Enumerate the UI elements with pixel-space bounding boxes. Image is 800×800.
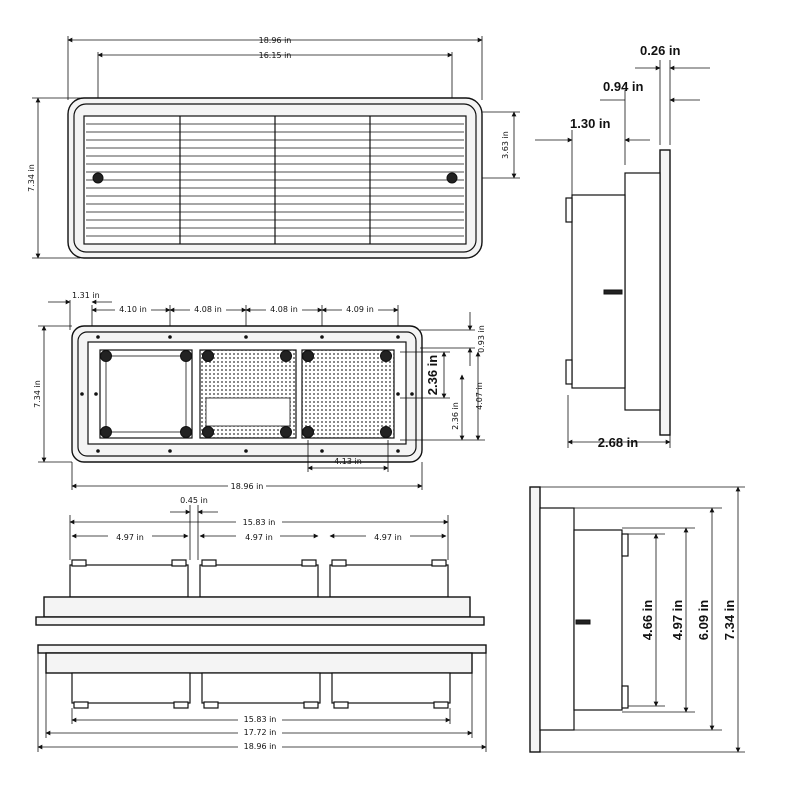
rim-dot	[244, 449, 248, 453]
back-right-mid-label: 2.36 in	[425, 355, 440, 396]
side-top-frame	[624, 172, 661, 411]
back-right-total-label: 4.07 in	[475, 382, 484, 410]
mounting-clip	[180, 426, 192, 438]
back-overall-height-label: 7.34 in	[33, 380, 42, 408]
side-dim-130: 1.30 in	[535, 116, 650, 195]
top-view: 0.45 in 15.83 in 4.97 in 4.97 in 4.97 in	[35, 496, 487, 752]
top-gap-dimension: 0.45 in	[170, 496, 218, 560]
side-h2-label: 4.97 in	[670, 600, 685, 641]
rim-dot	[320, 449, 324, 453]
front-grille-height-label: 3.63 in	[501, 131, 510, 159]
back-seg3-label: 4.08 in	[270, 305, 298, 314]
grille-dividers	[179, 116, 371, 244]
rim-dot	[168, 449, 172, 453]
top-plate	[35, 616, 485, 626]
rim-dot	[94, 392, 98, 396]
mounting-clip	[202, 426, 214, 438]
top-box2-label: 4.97 in	[245, 533, 273, 542]
mounting-clip	[280, 426, 292, 438]
side-dim-c-label: 1.30 in	[570, 116, 611, 131]
mounting-clip	[380, 350, 392, 362]
mounting-clip	[100, 350, 112, 362]
front-overall-width-label: 18.96 in	[259, 36, 292, 45]
back-right-top-label: 0.93 in	[477, 325, 486, 353]
front-width-dimension: 18.96 in	[67, 36, 483, 100]
rim-dot	[168, 335, 172, 339]
mounting-clip	[202, 350, 214, 362]
top-span-bottom-label: 15.83 in	[244, 715, 277, 724]
back-bottom-seg-label: 4.13 in	[334, 457, 362, 466]
side-bottom-height-dimensions: 4.66 in 4.97 in 6.09 in 7.34 in	[540, 486, 745, 753]
back-top-dimensions: 1.31 in 4.10 in 4.08 in 4.08 in 4.09 in	[48, 291, 399, 330]
rim-dot	[96, 449, 100, 453]
back-right-dimensions: 0.93 in 2.36 in 2.36 in 4.07 in	[400, 312, 486, 441]
top-flange-lower	[45, 652, 473, 674]
side-view-top: 0.26 in 0.94 in 1.30 in 2.68 in	[535, 43, 710, 450]
rim-dot	[410, 392, 414, 396]
side-h3-label: 6.09 in	[696, 600, 711, 641]
back-seg4-label: 4.09 in	[346, 305, 374, 314]
mounting-clip	[180, 350, 192, 362]
side-depth-label: 2.68 in	[598, 435, 639, 450]
side-dim-b-label: 0.94 in	[603, 79, 644, 94]
side-top-flange	[659, 149, 671, 436]
side-view-bottom: 4.66 in 4.97 in 6.09 in 7.34 in	[529, 486, 745, 753]
top-box3-label: 4.97 in	[374, 533, 402, 542]
rim-dot	[96, 335, 100, 339]
mounting-clip	[302, 426, 314, 438]
mounting-clip	[280, 350, 292, 362]
top-box-2	[199, 564, 319, 598]
top-flange-upper	[43, 596, 471, 618]
side-dim-094: 0.94 in	[600, 79, 700, 165]
mounting-clip	[380, 426, 392, 438]
front-hole-spacing-label: 16.15 in	[259, 51, 292, 60]
rim-dot	[80, 392, 84, 396]
back-rim-dots	[80, 335, 414, 453]
top-box-dimensions: 4.97 in 4.97 in 4.97 in	[71, 530, 447, 542]
back-seg1-label: 4.10 in	[119, 305, 147, 314]
back-height-dimension: 7.34 in	[33, 325, 72, 463]
back-mesh-right	[301, 349, 395, 439]
back-right-small-label: 2.36 in	[451, 402, 460, 430]
top-box1-label: 4.97 in	[116, 533, 144, 542]
top-bottom-dimensions: 15.83 in 17.72 in 18.96 in	[37, 653, 487, 752]
rim-dot	[320, 335, 324, 339]
side-depth-dimension: 2.68 in	[567, 395, 671, 450]
side-dim-a-label: 0.26 in	[640, 43, 681, 58]
rim-dot	[396, 392, 400, 396]
back-clips	[100, 350, 392, 438]
top-flange-inner-label: 17.72 in	[244, 728, 277, 737]
side-h1-label: 4.66 in	[640, 600, 655, 641]
front-mounting-hole-right	[446, 172, 458, 184]
top-span-dimension: 15.83 in	[69, 515, 449, 560]
side-h4-label: 7.34 in	[722, 600, 737, 641]
back-edge-offset-label: 1.31 in	[72, 291, 100, 300]
rim-dot	[244, 335, 248, 339]
top-box-1	[69, 564, 189, 598]
side-bottom-frame	[539, 507, 575, 731]
back-opening-left	[99, 349, 193, 439]
front-height-dimension: 7.34 in	[27, 97, 80, 259]
back-seg2-label: 4.08 in	[194, 305, 222, 314]
front-view: 18.96 in 16.15 in 7.34 in 3.63 in	[27, 36, 520, 259]
mounting-clip	[302, 350, 314, 362]
rim-dot	[396, 449, 400, 453]
side-bottom-flange	[529, 486, 541, 753]
top-gap-label: 0.45 in	[180, 496, 208, 505]
mounting-clip	[100, 426, 112, 438]
top-overall-width-label: 18.96 in	[244, 742, 277, 751]
front-overall-height-label: 7.34 in	[27, 164, 36, 192]
side-dim-026: 0.26 in	[635, 43, 710, 145]
top-span-label: 15.83 in	[243, 518, 276, 527]
rim-dot	[396, 335, 400, 339]
back-bottom-dimensions: 4.13 in 18.96 in	[71, 440, 423, 491]
back-view: 1.31 in 4.10 in 4.08 in 4.08 in 4.09 in …	[33, 291, 486, 491]
top-box-3	[329, 564, 449, 598]
front-mounting-hole-left	[92, 172, 104, 184]
back-overall-width-label: 18.96 in	[231, 482, 264, 491]
